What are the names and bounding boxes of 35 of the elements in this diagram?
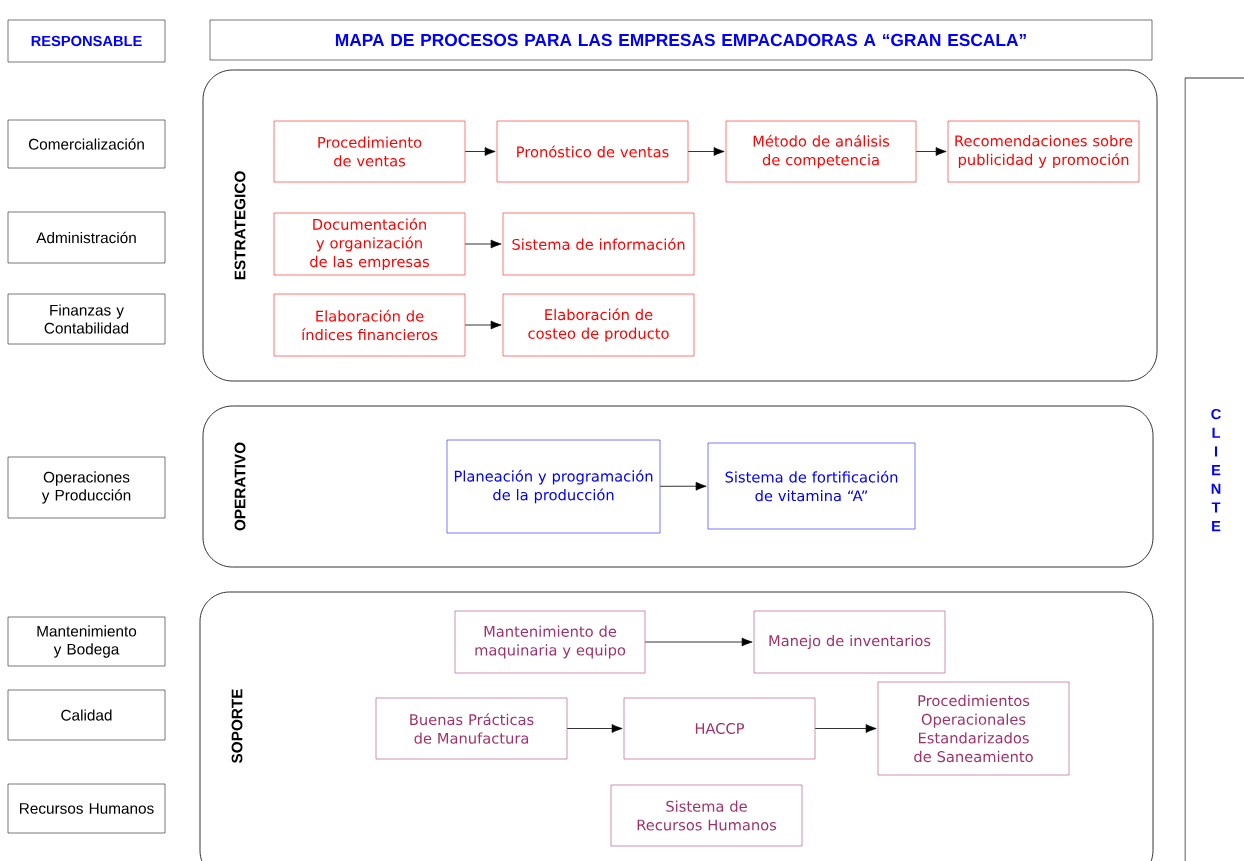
process-box: Documentación y organización de las empresas bbox=[273, 212, 466, 276]
arrow bbox=[464, 147, 496, 156]
process-box: HACCP bbox=[623, 697, 816, 760]
process-box: Elaboración de costeo de producto bbox=[502, 293, 695, 357]
arrow bbox=[464, 239, 502, 249]
process-box: Manejo de inventarios bbox=[753, 610, 946, 674]
responsible-box: Finanzas y Contabilidad bbox=[7, 293, 166, 345]
process-box: Método de análisis de competencia bbox=[725, 120, 917, 183]
process-box: Recomendaciones sobre publicidad y promoción bbox=[947, 120, 1140, 183]
arrow bbox=[659, 481, 707, 491]
process-box: Planeación y programación de la producción bbox=[446, 439, 661, 534]
responsible-box: Operaciones y Producción bbox=[7, 456, 166, 519]
process-box: Mantenimiento de maquinaria y equipo bbox=[454, 610, 646, 674]
process-box: Procedimientos Operacionales Estandarizados de Saneamiento bbox=[877, 681, 1070, 776]
title-box: MAPA DE PROCESOS PARA LAS EMPRESAS EMPACADORAS A “GRAN ESCALA” bbox=[209, 19, 1153, 61]
arrow bbox=[644, 637, 753, 647]
process-box: Elaboración de índices financieros bbox=[273, 293, 466, 357]
responsible-box: Recursos Humanos bbox=[7, 783, 166, 834]
process-box: Procedimiento de ventas bbox=[273, 120, 466, 183]
process-box: Buenas Prácticas de Manufactura bbox=[375, 697, 568, 760]
client-band: CLIENTE bbox=[1184, 77, 1244, 861]
responsible-box: Administración bbox=[7, 211, 166, 264]
process-box: Pronóstico de ventas bbox=[496, 120, 689, 183]
arrow bbox=[814, 724, 877, 733]
responsible-box: Mantenimiento y Bodega bbox=[7, 616, 166, 667]
responsible-box: Comercialización bbox=[7, 119, 166, 169]
process-box: Sistema de información bbox=[502, 212, 695, 276]
arrow bbox=[915, 147, 947, 156]
process-box: Sistema de fortificación de vitamina “A” bbox=[707, 442, 916, 530]
header-box: RESPONSABLE bbox=[7, 19, 166, 63]
responsible-box: Calidad bbox=[7, 689, 166, 741]
arrow bbox=[566, 724, 623, 733]
arrow bbox=[687, 147, 725, 156]
arrow bbox=[464, 320, 502, 330]
process-box: Sistema de Recursos Humanos bbox=[610, 784, 803, 847]
